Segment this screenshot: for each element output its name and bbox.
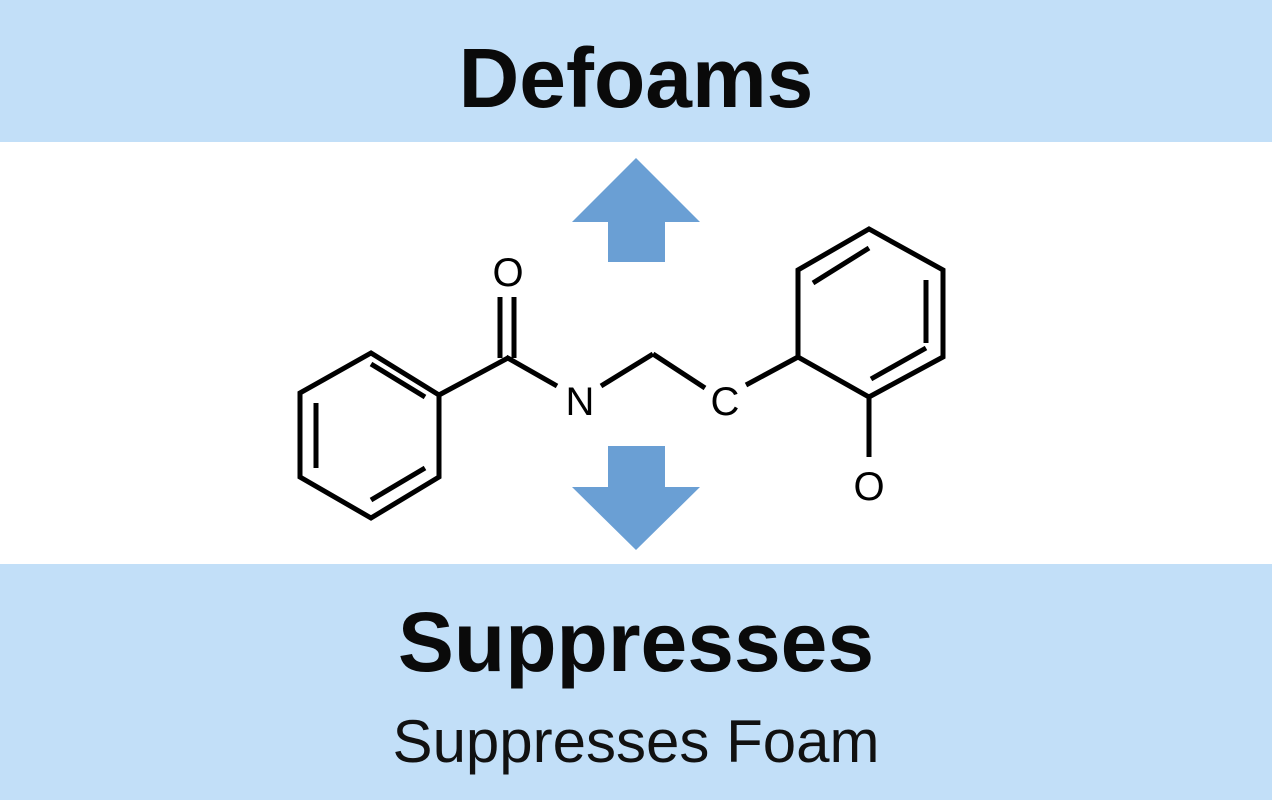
ring-carbonyl-bond — [437, 355, 510, 398]
atom-carbon: C — [711, 380, 740, 424]
defoams-title: Defoams — [458, 31, 814, 125]
atom-nitrogen: N — [566, 380, 595, 424]
arrow-down-icon — [572, 446, 700, 550]
right-ring — [795, 226, 946, 400]
right-ring-double-bonds — [811, 245, 929, 382]
carbonyl-n-bond — [504, 354, 559, 389]
left-ring-double-bonds — [313, 361, 427, 503]
carbonyl-double-bond — [497, 297, 517, 358]
atom-hydroxyl-o: O — [853, 465, 884, 509]
suppresses-foam-subtitle: Suppresses Foam — [392, 708, 880, 775]
suppresses-title: Suppresses — [397, 595, 875, 689]
ch2-c-bond — [651, 351, 707, 391]
atom-carbonyl-o: O — [492, 251, 523, 295]
left-benzene-ring — [297, 350, 442, 521]
bottom-band — [0, 564, 1272, 800]
c-ring-bond — [744, 354, 800, 388]
arrow-up-icon — [572, 158, 700, 262]
top-band — [0, 0, 1272, 142]
n-ch2-bond — [599, 351, 655, 389]
